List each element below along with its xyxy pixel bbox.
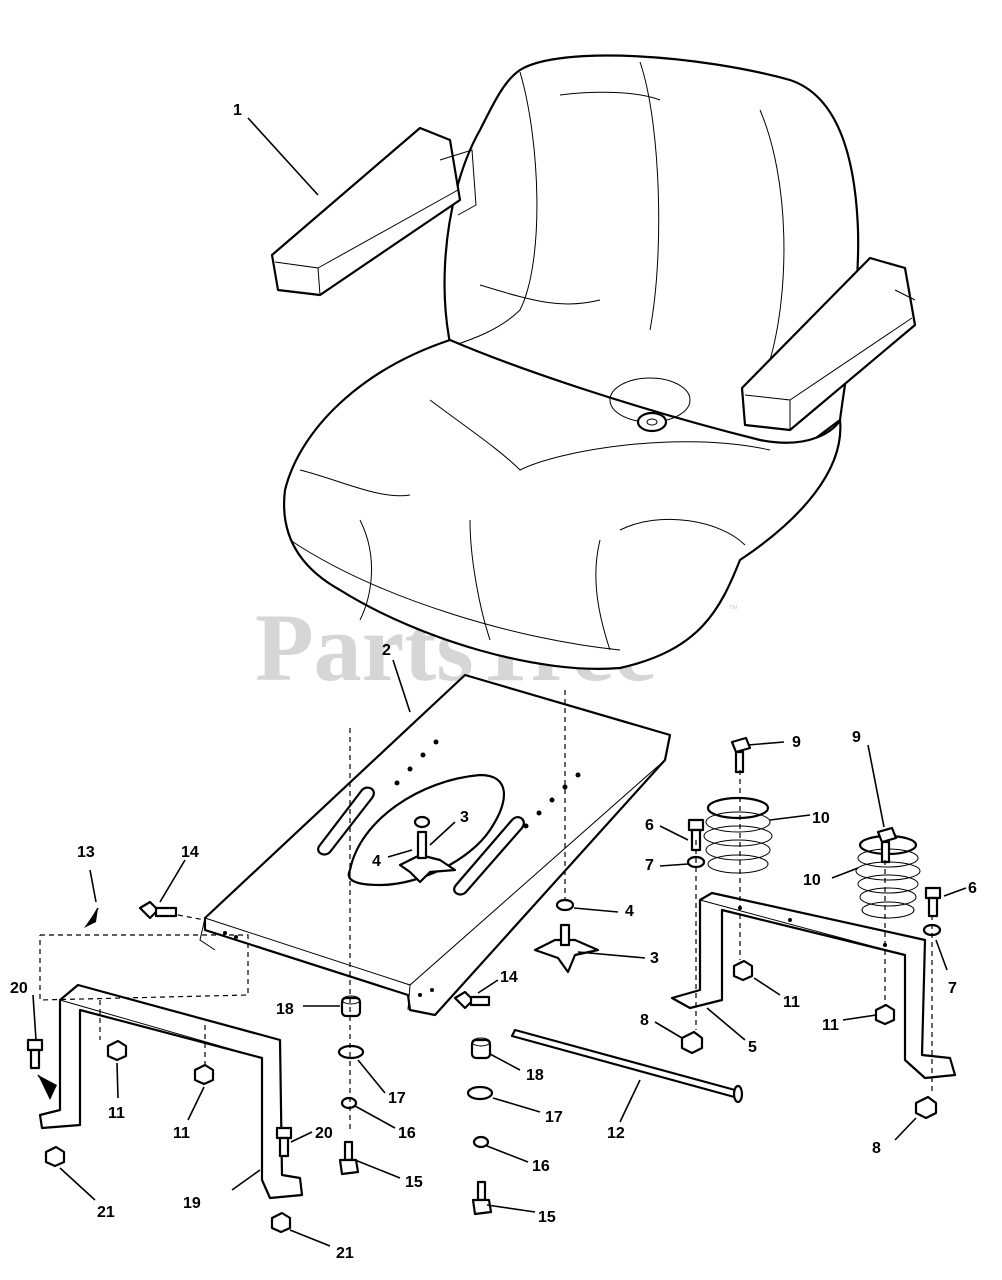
callout-17-right: 17	[545, 1109, 563, 1126]
leader-lines	[32, 117, 967, 1247]
callout-11-bracket-right-b: 11	[822, 1017, 839, 1034]
knob-upper[interactable]	[398, 830, 457, 884]
callout-16-right: 16	[532, 1158, 550, 1175]
right-bracket[interactable]	[670, 891, 957, 1080]
callout-14-left: 14	[181, 844, 199, 861]
washer-16-right[interactable]	[472, 1135, 490, 1149]
callout-3-lower: 3	[650, 950, 659, 967]
callout-7-left: 7	[645, 857, 654, 874]
callout-3-upper: 3	[460, 809, 469, 826]
washer-17-right[interactable]	[466, 1085, 494, 1101]
callout-11-bracket-left-a: 11	[108, 1105, 125, 1122]
callout-21-right: 21	[336, 1245, 354, 1262]
bolt-6-right[interactable]	[924, 886, 942, 918]
seat[interactable]	[270, 54, 917, 670]
mounting-plate[interactable]	[199, 673, 672, 1017]
bolt-15-right[interactable]	[471, 1180, 493, 1216]
callout-15-right: 15	[538, 1209, 556, 1226]
bolt-6-left[interactable]	[687, 818, 705, 852]
nut-21-left[interactable]	[44, 1145, 66, 1168]
nut-11-bracket-right-b[interactable]	[874, 1003, 896, 1026]
spacer-18-right[interactable]	[470, 1037, 492, 1060]
callout-11-bracket-left-b: 11	[173, 1125, 190, 1142]
callout-labels: 1 2 3 3 4 4 5 6 6 7 7 8 8 9 9 10 10 11 1…	[10, 102, 977, 1262]
washer-lower[interactable]	[555, 898, 575, 912]
washer-upper[interactable]	[413, 815, 431, 829]
bolt-14-right[interactable]	[453, 990, 491, 1010]
callout-1: 1	[233, 102, 242, 119]
callout-10-right: 10	[803, 872, 821, 889]
callout-18-left: 18	[276, 1001, 294, 1018]
callout-16-left: 16	[398, 1125, 416, 1142]
callout-5: 5	[748, 1039, 757, 1056]
callout-14-right: 14	[500, 969, 518, 986]
nut-21-right[interactable]	[270, 1211, 292, 1234]
left-bracket[interactable]	[38, 983, 304, 1200]
callout-20-left: 20	[10, 980, 28, 997]
callout-20-right: 20	[315, 1125, 333, 1142]
bolt-20-left[interactable]	[26, 1038, 44, 1070]
nut-8-right[interactable]	[914, 1095, 938, 1120]
callout-7-right: 7	[948, 980, 957, 997]
bolt-14-left[interactable]	[138, 900, 178, 920]
spring-left[interactable]	[703, 796, 773, 874]
rod[interactable]	[510, 1028, 744, 1104]
callout-6-left: 6	[645, 817, 654, 834]
callout-9-right: 9	[852, 729, 861, 746]
callout-19: 19	[183, 1195, 201, 1212]
knob-lower[interactable]	[533, 923, 600, 974]
callout-13: 13	[77, 844, 95, 861]
spacer-18-left[interactable]	[340, 995, 362, 1018]
nut-8-left[interactable]	[680, 1030, 704, 1055]
washer-16-left[interactable]	[340, 1096, 358, 1110]
nut-11-bracket-right-a[interactable]	[732, 959, 754, 982]
callout-12: 12	[607, 1125, 625, 1142]
callout-4-upper: 4	[372, 853, 381, 870]
nut-11-bracket-left-a[interactable]	[106, 1039, 128, 1062]
nut-11-bracket-left-b[interactable]	[193, 1063, 215, 1086]
callout-6-right: 6	[968, 880, 977, 897]
callout-4-lower: 4	[625, 903, 634, 920]
callout-21-left: 21	[97, 1204, 115, 1221]
bolt-9-right[interactable]	[876, 826, 898, 864]
callout-8-left: 8	[640, 1012, 649, 1029]
watermark-trademark: ™	[728, 604, 738, 615]
callout-10-left: 10	[812, 810, 830, 827]
callout-8-right: 8	[872, 1140, 881, 1157]
callout-11-bracket-right-a: 11	[783, 994, 800, 1011]
bolt-20-right[interactable]	[275, 1126, 293, 1158]
callout-9-left: 9	[792, 734, 801, 751]
washer-17-left[interactable]	[337, 1044, 365, 1060]
bolt-9-left[interactable]	[730, 736, 752, 774]
callout-17-left: 17	[388, 1090, 406, 1107]
bolt-15-left[interactable]	[338, 1140, 360, 1176]
callout-18-right: 18	[526, 1067, 544, 1084]
callout-15-left: 15	[405, 1174, 423, 1191]
callout-2: 2	[382, 642, 391, 659]
